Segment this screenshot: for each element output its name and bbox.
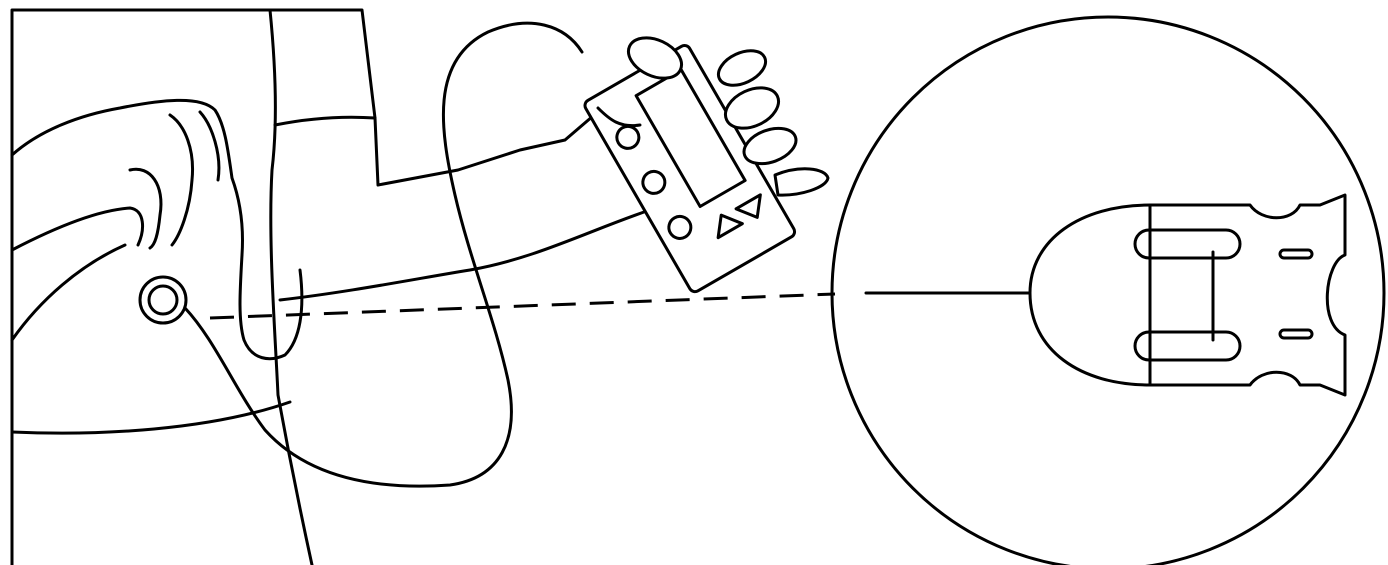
tubing-line [185,23,582,486]
remote-controller [583,43,797,294]
lifting-hand [12,100,302,358]
infusion-site-icon [140,277,186,323]
torso-figure [12,10,700,565]
patch-pump-body [1030,195,1345,395]
magnified-view [832,17,1384,565]
controller-body [583,43,797,294]
